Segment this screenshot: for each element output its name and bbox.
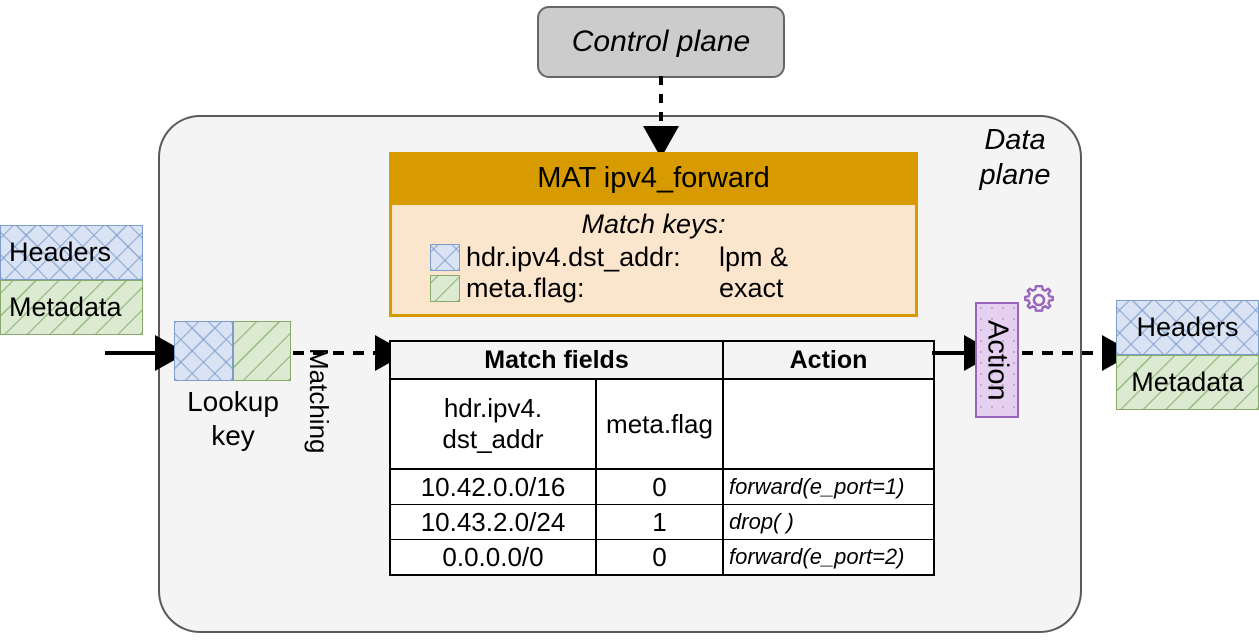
lookup-key-metadata-half	[232, 321, 291, 381]
table-cell-action: drop( )	[722, 504, 936, 540]
lookup-key-label-line2: key	[211, 420, 255, 451]
table-subheader-action-empty	[722, 378, 936, 470]
matching-arrow	[293, 335, 407, 371]
lookup-key-label: Lookup key	[160, 385, 306, 453]
match-keys-title: Match keys:	[581, 209, 726, 239]
match-key-row-0: hdr.ipv4.dst_addr: lpm &	[392, 242, 915, 273]
table-cell-action: forward(e_port=1)	[722, 468, 936, 505]
mat-match-keys-panel: Match keys: hdr.ipv4.dst_addr: lpm & met…	[389, 205, 918, 317]
lookup-key-headers-half	[174, 321, 233, 381]
match-key-name-0: hdr.ipv4.dst_addr:	[466, 242, 681, 272]
action-block[interactable]: Action	[975, 302, 1019, 418]
table-row: 10.43.2.0/24 1 drop( )	[389, 504, 936, 540]
table-subheader-dst-addr-line1: hdr.ipv4.	[443, 393, 543, 423]
match-key-type-1: exact	[719, 273, 784, 303]
table-subheader-meta-flag: meta.flag	[594, 378, 725, 470]
headers-swatch-icon	[430, 244, 460, 271]
table-subheader-dst-addr-line2: dst_addr	[442, 424, 544, 454]
table-group-header-row: Match fields Action	[388, 340, 936, 380]
table-subheader-row: hdr.ipv4. dst_addr meta.flag	[389, 378, 936, 470]
table-cell-dst-addr: 0.0.0.0/0	[389, 539, 597, 576]
match-action-table: Match fields Action hdr.ipv4. dst_addr m…	[388, 340, 936, 576]
match-key-type-0: lpm &	[719, 242, 789, 272]
action-to-packet-out-arrow	[1022, 335, 1134, 371]
mat-title: MAT ipv4_forward	[389, 152, 918, 205]
match-key-name-1: meta.flag:	[466, 273, 585, 303]
metadata-swatch-icon	[430, 275, 460, 302]
table-header-match-fields: Match fields	[388, 340, 725, 380]
packet-out-headers: Headers	[1116, 300, 1259, 355]
matching-edge-label: Matching	[304, 348, 334, 454]
gear-icon	[1024, 285, 1054, 312]
match-key-row-1: meta.flag: exact	[392, 273, 915, 304]
control-plane-box[interactable]: Control plane	[537, 6, 785, 78]
lookup-key-box	[174, 321, 291, 381]
table-cell-dst-addr: 10.42.0.0/16	[389, 468, 597, 505]
control-to-mat-arrow	[643, 76, 679, 158]
table-row: 0.0.0.0/0 0 forward(e_port=2)	[389, 539, 936, 576]
data-plane-label: Data plane	[955, 123, 1075, 193]
table-cell-dst-addr: 10.43.2.0/24	[389, 504, 597, 540]
control-plane-label: Control plane	[571, 25, 751, 58]
table-cell-action: forward(e_port=2)	[722, 539, 936, 576]
packet-in-box: Headers Metadata	[0, 225, 143, 335]
table-header-action: Action	[722, 340, 936, 380]
lookup-key-label-line1: Lookup	[187, 386, 279, 417]
mat-box: MAT ipv4_forward Match keys: hdr.ipv4.ds…	[389, 152, 918, 317]
action-block-label: Action	[981, 319, 1014, 401]
table-subheader-dst-addr: hdr.ipv4. dst_addr	[389, 378, 597, 470]
packet-in-headers: Headers	[0, 225, 143, 280]
packet-out-box: Headers Metadata	[1116, 300, 1259, 410]
table-row: 10.42.0.0/16 0 forward(e_port=1)	[389, 468, 936, 505]
packet-in-metadata: Metadata	[0, 280, 143, 335]
table-cell-meta-flag: 0	[594, 539, 725, 576]
data-plane-label-line1: Data	[984, 124, 1046, 156]
table-cell-meta-flag: 1	[594, 504, 725, 540]
data-plane-label-line2: plane	[979, 159, 1051, 191]
table-to-action-arrow	[932, 335, 996, 371]
packet-in-arrow	[105, 335, 187, 371]
packet-out-metadata: Metadata	[1116, 355, 1259, 410]
table-cell-meta-flag: 0	[594, 468, 725, 505]
